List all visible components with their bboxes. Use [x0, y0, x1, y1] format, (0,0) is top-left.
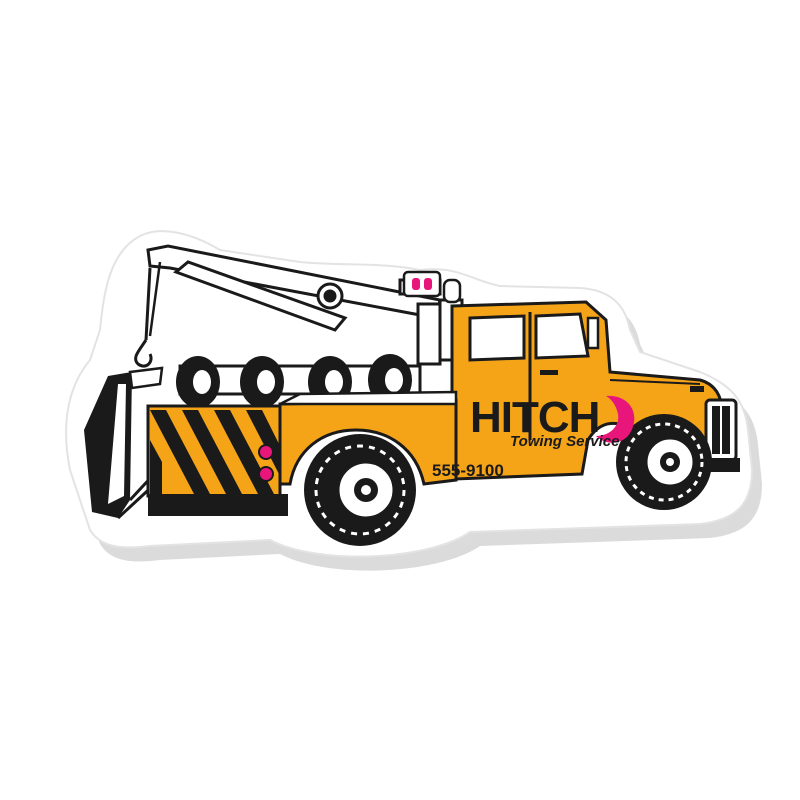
crescent-hook-icon — [596, 395, 635, 443]
phone-number: 555-9100 — [432, 461, 504, 480]
beacon-lights — [402, 270, 462, 304]
rear-wheel — [304, 434, 416, 546]
brand-tagline: Towing Service — [510, 433, 619, 450]
brand-name: HITCH — [470, 393, 599, 442]
front-wheel — [616, 414, 712, 510]
brand-logo: HITCH Towing Service 555-9100 — [432, 393, 635, 480]
hook-icon — [134, 267, 153, 368]
boom-arm — [146, 244, 464, 366]
rear-body — [146, 404, 288, 516]
